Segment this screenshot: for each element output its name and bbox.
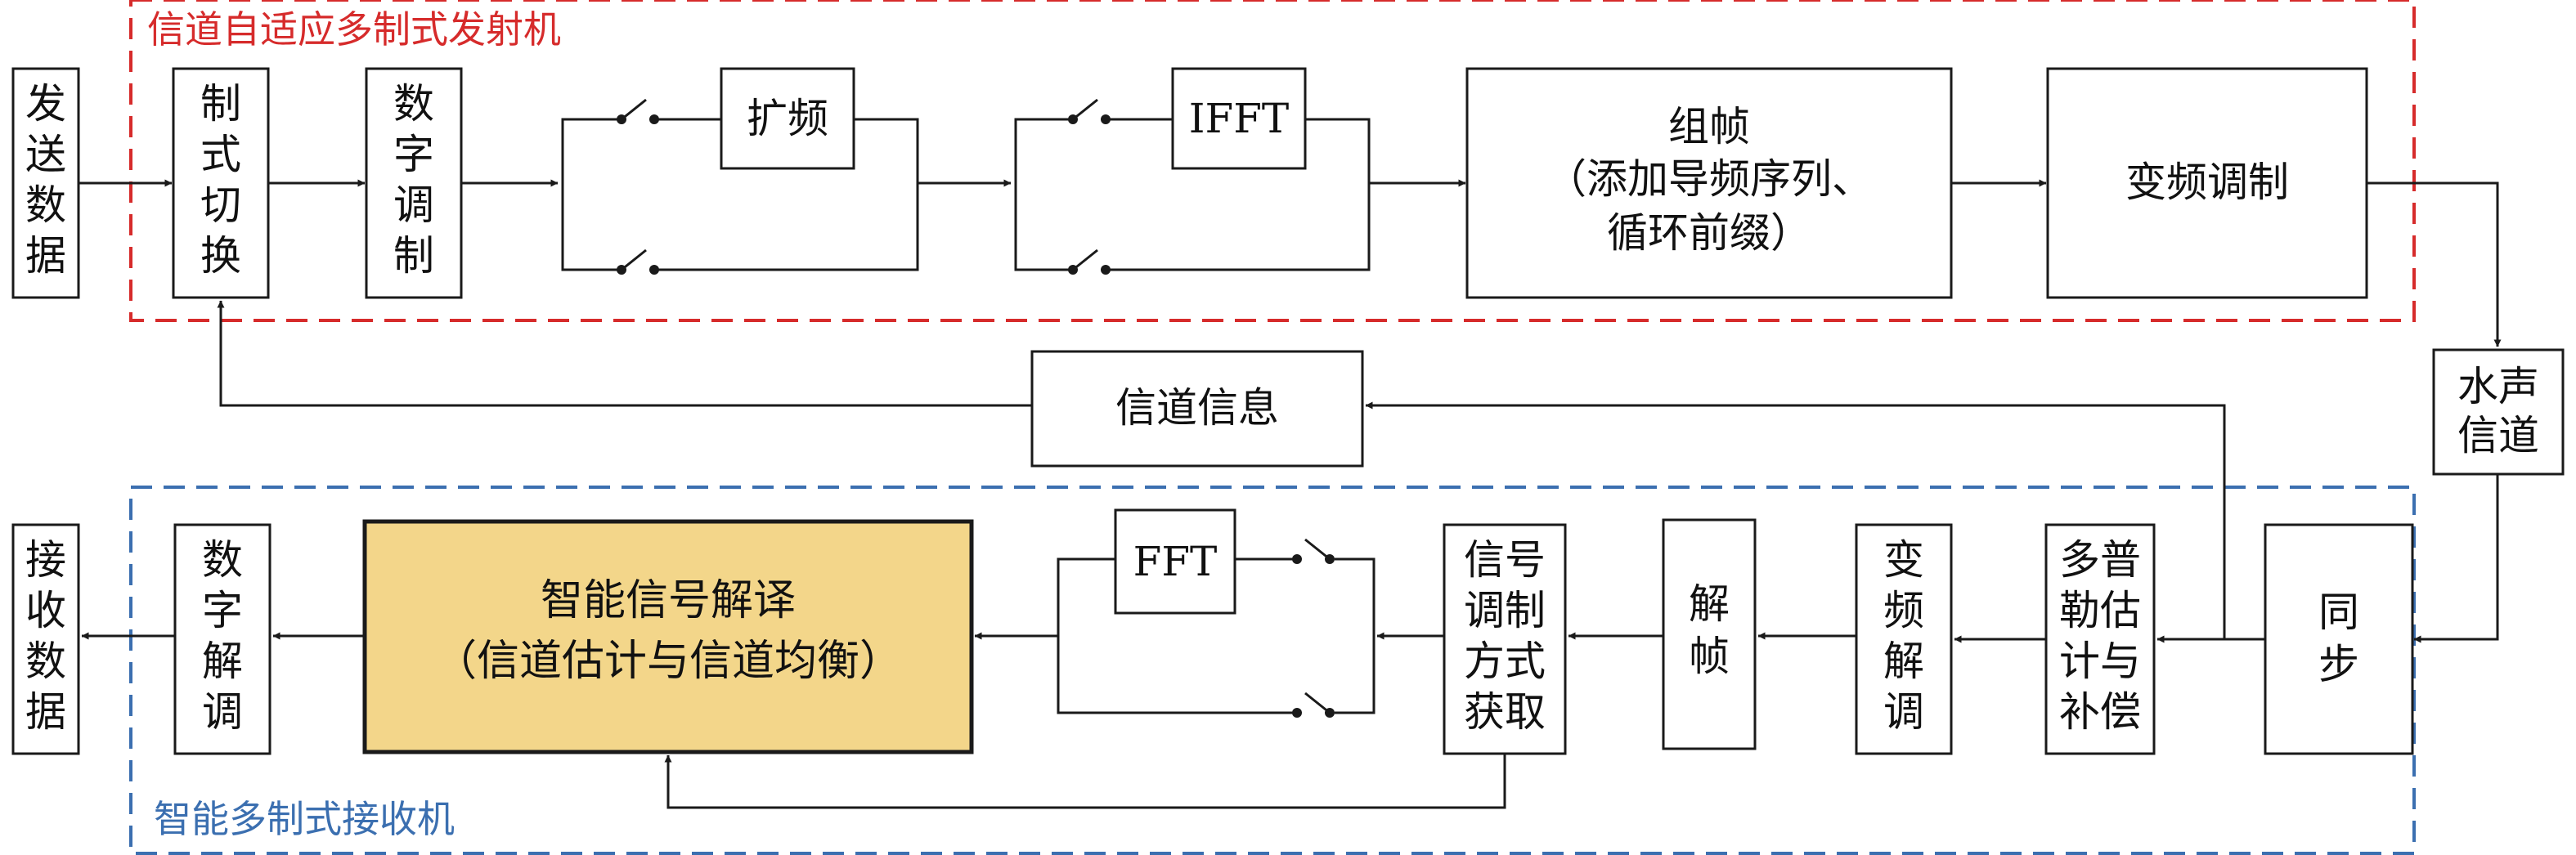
send-data-char: 发 <box>25 80 66 128</box>
deframe-char: 解 <box>1689 580 1730 628</box>
send-data-block: 发 送 数 据 <box>11 67 80 299</box>
freq-demod-char: 频 <box>1883 587 1924 634</box>
recv-data-char: 数 <box>25 638 66 685</box>
mode-switch-block: 制 式 切 换 <box>172 67 270 299</box>
digital-demod-char: 字 <box>202 587 243 634</box>
mod-detect-block: 信号 调制 方式 获取 <box>1443 523 1567 755</box>
smart-decode-title: 智能信号解译 <box>541 576 796 625</box>
mod-detect-label: 信号 <box>1464 536 1546 584</box>
mode-switch-char: 换 <box>200 232 241 280</box>
deframe-char: 帧 <box>1689 633 1730 680</box>
ifft-block <box>1171 67 1307 170</box>
digital-demod-char: 解 <box>202 638 243 685</box>
spread-block <box>720 67 855 170</box>
freq-conv-mod-block: 变频调制 <box>2046 67 2368 299</box>
channel-block: 水声 信道 <box>2432 348 2565 476</box>
transmitter-title: 信道自适应多制式发射机 <box>147 7 561 51</box>
freq-demod-char: 解 <box>1883 638 1924 685</box>
ifft-label: IFFT <box>1189 95 1290 142</box>
channel-label: 水声 <box>2457 363 2539 410</box>
switch-icon <box>617 98 659 124</box>
freq-demod-char: 变 <box>1883 536 1924 584</box>
recv-data-char: 接 <box>25 536 66 584</box>
fft-block <box>1114 508 1236 615</box>
deframe-block: 解 帧 <box>1662 518 1757 750</box>
receiver-group: 智能多制式接收机 <box>129 486 2416 855</box>
digital-mod-block: 数 字 调 制 <box>365 67 463 299</box>
digital-demod-char: 调 <box>202 688 243 736</box>
digital-mod-char: 调 <box>393 181 434 229</box>
smart-decode-detail: （信道估计与信道均衡） <box>434 637 902 686</box>
digital-demod-char: 数 <box>202 536 243 584</box>
fft-label: FFT <box>1133 538 1218 585</box>
switch-icon <box>1068 98 1111 124</box>
sync-block: 同 步 <box>2264 523 2414 755</box>
spread-branch: 扩频 <box>561 67 919 275</box>
switch-icon <box>617 248 659 275</box>
recv-data-char: 据 <box>25 688 66 736</box>
doppler-label: 勒估 <box>2059 587 2141 634</box>
freq-conv-demod-block: 变 频 解 调 <box>1855 523 1953 755</box>
framing-detail: （添加导频序列、 <box>1546 155 1873 203</box>
ifft-branch: IFFT <box>1014 67 1371 275</box>
edge-doppler-to-channel-info <box>1365 401 2226 639</box>
edge-freqmod-to-channel <box>2367 181 2502 347</box>
send-data-char: 数 <box>25 181 66 229</box>
channel-info-block: 信道信息 <box>1030 350 1364 468</box>
doppler-label: 计与 <box>2059 638 2141 685</box>
mod-detect-label: 调制 <box>1464 587 1546 634</box>
channel-info-label: 信道信息 <box>1115 384 1279 432</box>
mode-switch-char: 制 <box>200 80 241 128</box>
doppler-label: 多普 <box>2059 536 2141 584</box>
switch-icon <box>1068 248 1111 275</box>
framing-title: 组帧 <box>1668 103 1750 150</box>
sync-char: 同 <box>2318 589 2359 636</box>
doppler-block: 多普 勒估 计与 补偿 <box>2044 523 2156 755</box>
mod-detect-label: 方式 <box>1464 638 1546 685</box>
mod-detect-label: 获取 <box>1464 688 1546 736</box>
fft-branch: FFT <box>1057 508 1376 718</box>
recv-data-block: 接 收 数 据 <box>11 523 80 755</box>
digital-mod-char: 数 <box>393 80 434 128</box>
smart-decode-block: 智能信号解译 （信道估计与信道均衡） <box>362 519 974 754</box>
framing-block: 组帧 （添加导频序列、 循环前缀） <box>1465 67 1953 299</box>
send-data-char: 送 <box>25 131 66 178</box>
doppler-label: 补偿 <box>2059 688 2141 736</box>
freq-demod-char: 调 <box>1883 688 1924 736</box>
framing-detail: 循环前缀） <box>1607 209 1811 257</box>
send-data-char: 据 <box>25 232 66 280</box>
receiver-title: 智能多制式接收机 <box>154 797 455 841</box>
sync-char: 步 <box>2318 641 2359 688</box>
digital-demod-block: 数 字 解 调 <box>173 523 272 755</box>
mode-switch-char: 式 <box>200 131 241 178</box>
spread-label: 扩频 <box>747 95 828 142</box>
mode-switch-char: 切 <box>200 181 241 229</box>
digital-mod-char: 制 <box>393 232 434 280</box>
channel-label: 信道 <box>2457 412 2539 459</box>
digital-mod-char: 字 <box>393 131 434 178</box>
transmitter-group: 信道自适应多制式发射机 <box>129 0 2416 322</box>
freq-conv-mod-label: 变频调制 <box>2125 159 2289 206</box>
switch-icon <box>1292 692 1335 718</box>
recv-data-char: 收 <box>25 587 66 634</box>
edge-channel-info-to-switch <box>217 300 1032 407</box>
switch-icon <box>1292 538 1335 564</box>
edge-channel-to-sync <box>2413 474 2499 643</box>
edge-moddetect-feedback-to-decode <box>664 754 1506 809</box>
